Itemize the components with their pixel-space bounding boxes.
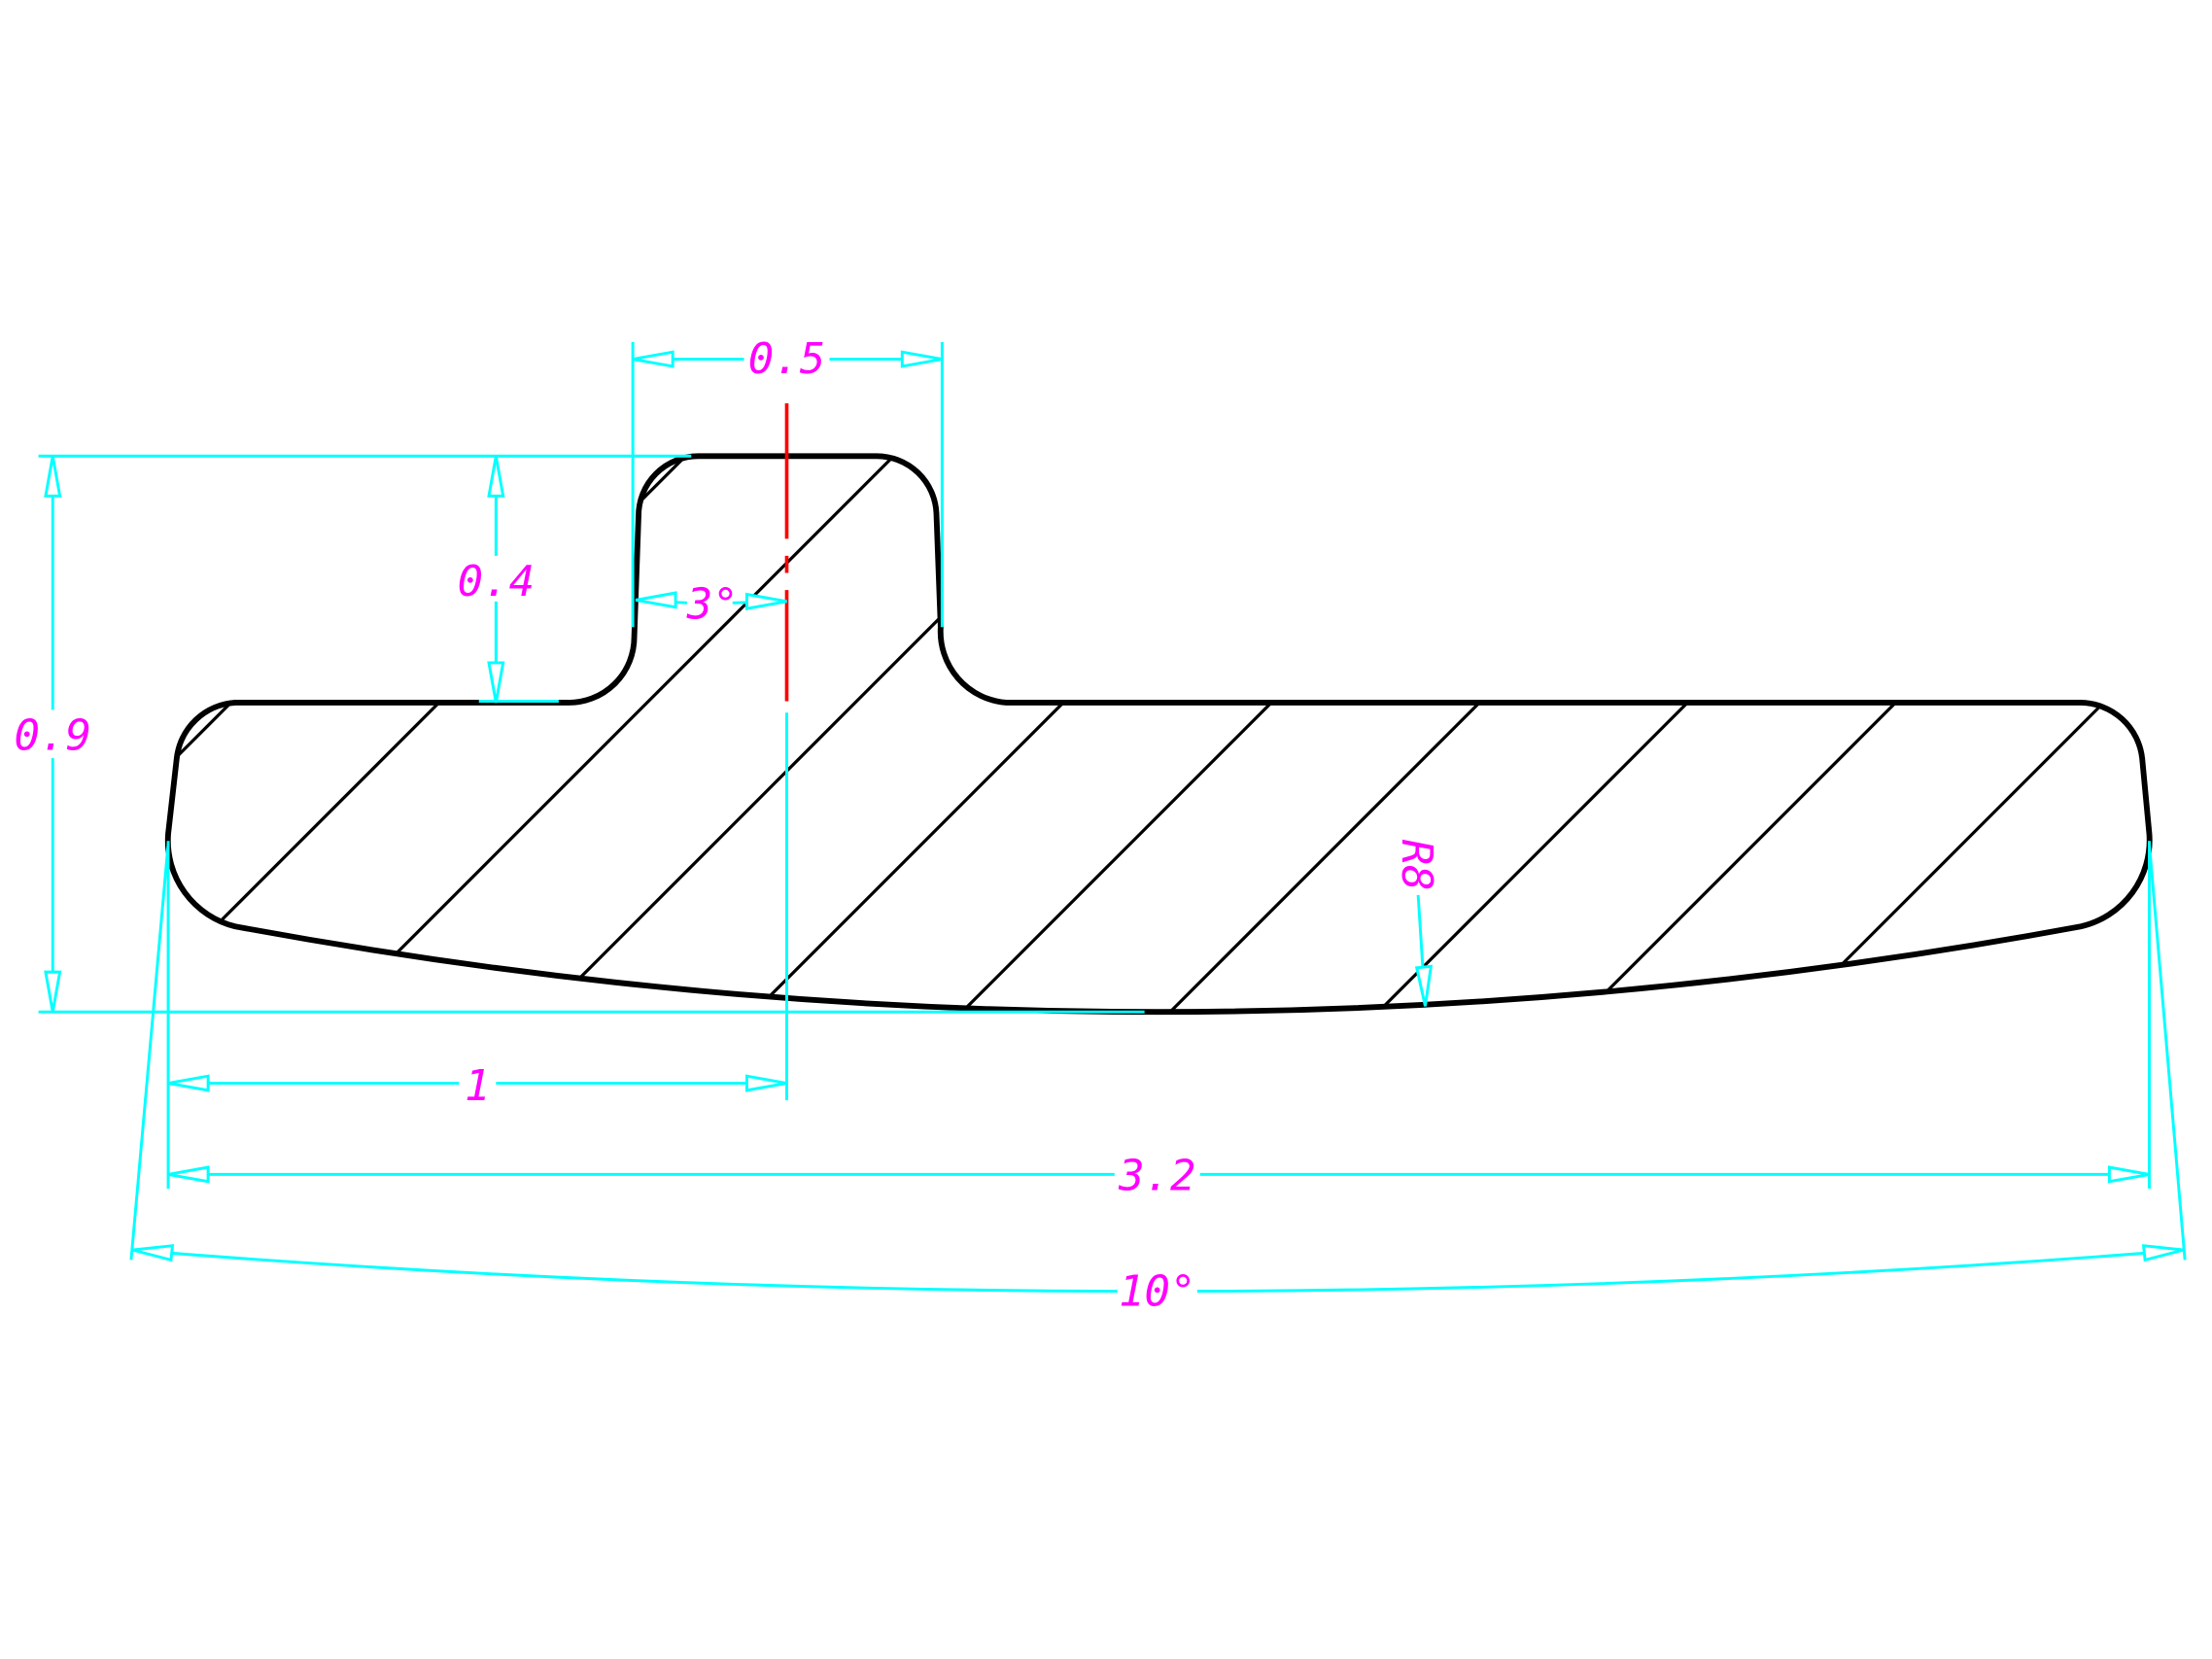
dimension-overall-width: 3.2 [166,841,2151,1201]
dimension-offset: 1 [167,1061,787,1111]
dimension-label: 0.9 [15,710,91,760]
dimension-tab-height: 0.4 [458,456,559,704]
dimension-included-angle: 10° [129,844,2187,1316]
section-hatching [167,456,2150,1013]
dimension-tab-width: 0.5 [631,334,944,628]
hatch-line [416,456,1203,1013]
dimension-label: 3.2 [1118,1152,1195,1201]
hatch-line [208,456,995,1013]
hatch-line [1248,456,2035,1013]
dimension-label: 0.4 [458,557,535,606]
dimension-label: R8 [1392,840,1441,891]
dimension-label: 3° [686,579,739,629]
hatch-line [167,456,787,1013]
hatch-line [1457,456,2150,1013]
hatch-line [832,456,1619,1013]
dimension-label: 0.5 [748,334,825,384]
hatch-line [1040,456,1827,1013]
profile-outline [164,453,2153,1016]
dimension-label: 10° [1119,1266,1195,1316]
dimension-label: 1 [465,1061,490,1111]
dimension-total-height: 0.9 [15,454,1145,1014]
hatch-line [624,456,1411,1013]
dimension-bottom-radius: R8 [1392,840,1441,1007]
hatch-line [1665,456,2150,1013]
dimension-draft-angle: 3° [635,579,787,629]
